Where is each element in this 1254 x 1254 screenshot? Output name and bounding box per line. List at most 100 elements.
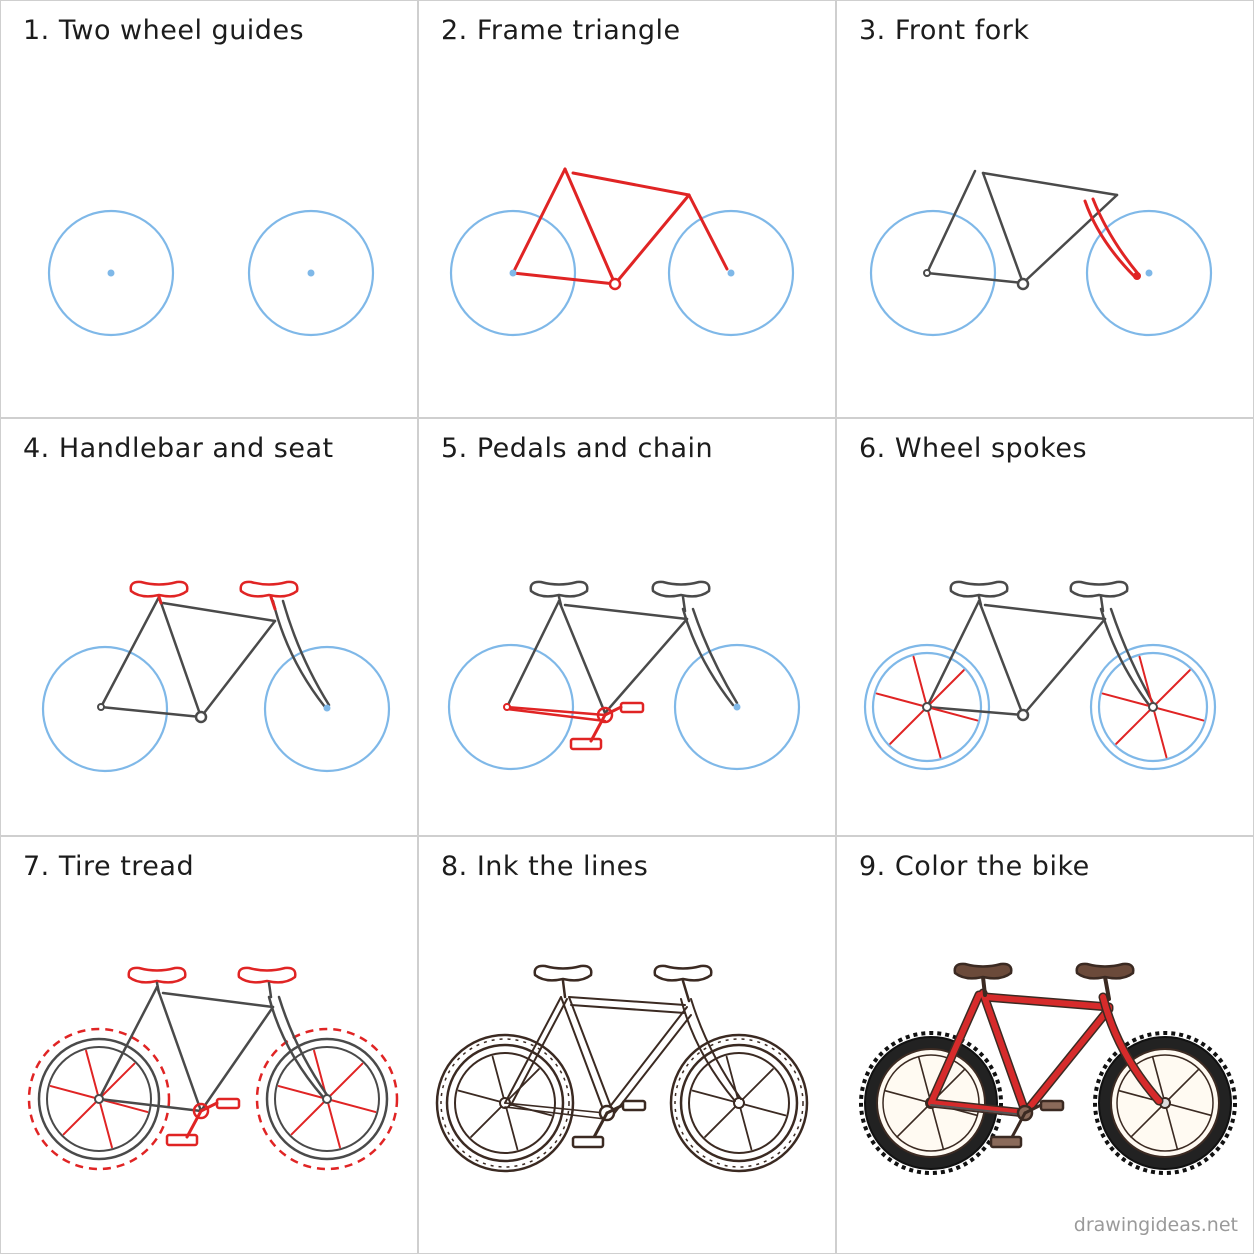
pedal-upper bbox=[1039, 1099, 1065, 1112]
chain-top bbox=[505, 705, 607, 717]
rim bbox=[454, 1052, 556, 1154]
bottom-bracket bbox=[1016, 708, 1030, 722]
wheel-spoke bbox=[326, 1062, 364, 1100]
seat-stay bbox=[511, 167, 567, 275]
seat-tube bbox=[568, 996, 612, 1108]
fork-right bbox=[1109, 607, 1155, 705]
wheel-spoke bbox=[926, 706, 979, 722]
wheel-spoke bbox=[917, 1055, 932, 1104]
wheel-spoke bbox=[912, 655, 928, 708]
rear-hub-dot bbox=[509, 269, 517, 277]
crank-arm bbox=[603, 705, 623, 717]
wheel-spoke bbox=[98, 1062, 136, 1100]
wheel-spoke bbox=[62, 1098, 100, 1136]
seat-tube-paint bbox=[980, 990, 1028, 1114]
wheel-spoke bbox=[1164, 1068, 1200, 1104]
wheel-spoke bbox=[504, 1102, 519, 1151]
rear-hub bbox=[503, 703, 511, 711]
top-tube bbox=[563, 603, 689, 621]
wheel-spoke bbox=[1152, 706, 1205, 722]
fork-left bbox=[680, 998, 736, 1102]
front-wheel-guide bbox=[667, 209, 795, 337]
chain-stay-paint bbox=[928, 1100, 1028, 1116]
down-tube bbox=[612, 1014, 692, 1116]
fork-left bbox=[1083, 199, 1137, 279]
step-panel-7: 7. Tire tread bbox=[0, 836, 418, 1254]
front-hub-dot bbox=[1145, 269, 1153, 277]
rim-inner bbox=[1116, 1054, 1214, 1152]
seat-stay bbox=[504, 996, 562, 1104]
down-tube-paint bbox=[1022, 1006, 1112, 1116]
stem bbox=[1103, 975, 1111, 1001]
wheel-spoke bbox=[1101, 692, 1154, 708]
chainring bbox=[192, 1102, 210, 1120]
step-panel-3: 3. Front fork bbox=[836, 0, 1254, 418]
rear-wheel-guide bbox=[41, 645, 169, 773]
chain-stay bbox=[99, 705, 203, 719]
stem bbox=[267, 981, 273, 999]
crank-arm bbox=[589, 713, 607, 743]
pedal-lower bbox=[165, 1133, 199, 1147]
wheel-spoke bbox=[491, 1055, 506, 1104]
fork-right bbox=[281, 599, 331, 707]
bottom-bracket bbox=[608, 277, 622, 291]
fork-right bbox=[1091, 197, 1141, 277]
chain-bottom bbox=[505, 707, 607, 723]
step-panel-4: 4. Handlebar and seat bbox=[0, 418, 418, 836]
stem bbox=[681, 595, 687, 613]
step-panel-2: 2. Frame triangle bbox=[418, 0, 836, 418]
wheel-spoke bbox=[875, 692, 928, 708]
stem bbox=[681, 979, 691, 1003]
seat-tube bbox=[563, 167, 617, 286]
seat-post bbox=[561, 979, 567, 999]
stem bbox=[269, 595, 277, 611]
seat-post bbox=[157, 595, 163, 605]
fork-left bbox=[267, 995, 325, 1099]
front-wheel-guide bbox=[247, 209, 375, 337]
tire-knobs bbox=[859, 1031, 1003, 1175]
pedal-upper bbox=[215, 1097, 241, 1110]
crank-arm bbox=[1009, 1111, 1027, 1141]
fork bbox=[687, 193, 729, 271]
down-tube bbox=[603, 617, 689, 715]
seat-stay bbox=[925, 169, 977, 275]
bottom-bracket bbox=[194, 710, 208, 724]
handlebar bbox=[1069, 580, 1129, 598]
top-tube bbox=[568, 996, 686, 1006]
seat-stay bbox=[505, 599, 561, 709]
front-wheel-guide bbox=[1085, 209, 1213, 337]
chain bbox=[930, 1104, 1026, 1116]
top-tube bbox=[981, 171, 1119, 197]
bottom-bracket bbox=[1016, 277, 1030, 291]
step-drawing-1 bbox=[47, 209, 375, 337]
watermark: drawingideas.net bbox=[1073, 1214, 1238, 1236]
hub bbox=[733, 1097, 745, 1109]
fork-right bbox=[691, 607, 739, 705]
rear-wheel-inner bbox=[871, 651, 983, 763]
top-tube bbox=[161, 991, 275, 1009]
top-tube bbox=[161, 601, 277, 623]
seat-tube bbox=[557, 599, 607, 715]
wheel-spoke bbox=[49, 1085, 100, 1100]
step-title: 9. Color the bike bbox=[859, 851, 1090, 882]
chain-stay bbox=[97, 1097, 203, 1113]
seat-tube bbox=[977, 599, 1025, 717]
seat-stay bbox=[99, 595, 161, 709]
step-title: 8. Ink the lines bbox=[441, 851, 649, 882]
pedal-lower bbox=[989, 1135, 1023, 1149]
handlebar bbox=[1075, 962, 1135, 980]
stem bbox=[1099, 595, 1105, 613]
pedal-lower bbox=[569, 737, 603, 751]
rear-tire-tread bbox=[27, 1027, 171, 1171]
pedal-upper bbox=[619, 701, 645, 714]
seat bbox=[533, 964, 593, 982]
front-hub-dot bbox=[733, 703, 741, 711]
handlebar bbox=[237, 966, 297, 984]
front-hub bbox=[1148, 702, 1158, 712]
fork-right bbox=[690, 998, 742, 1100]
rear-tire bbox=[37, 1037, 161, 1161]
wheel-spoke bbox=[725, 1055, 740, 1104]
crank-arm bbox=[605, 1103, 625, 1115]
seat-stay bbox=[925, 599, 981, 709]
